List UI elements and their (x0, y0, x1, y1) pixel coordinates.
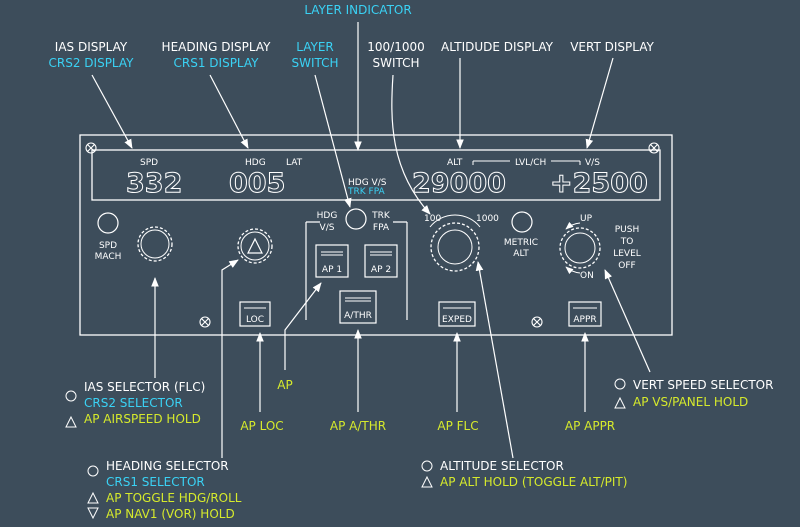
switch-100-1000-pointer (391, 74, 431, 215)
ap-appr-label: AP APPR (564, 419, 616, 433)
trk-label: TRK (371, 211, 391, 221)
vs-value: +2500 (550, 168, 648, 199)
hdg-vs-caption: HDG V/S (348, 178, 387, 188)
ap1-button[interactable] (315, 244, 349, 278)
spd-caption: SPD (140, 158, 158, 168)
ap-pointer (284, 282, 322, 370)
altitude-display-label: ALTIDUDE DISPLAY (441, 40, 553, 54)
spd-value: 332 (126, 168, 182, 199)
metric-alt-button[interactable] (511, 211, 533, 233)
layer-switch-pointer (314, 74, 352, 208)
fpa-label: FPA (373, 223, 390, 233)
ap-vs-panel-hold-label: AP VS/PANEL HOLD (633, 395, 749, 409)
circle-icon (614, 378, 626, 390)
ap-nav1-hold-label: AP NAV1 (VOR) HOLD (106, 507, 235, 521)
ap-toggle-hdg-roll-label: AP TOGGLE HDG/ROLL (106, 491, 242, 505)
hdg-caption: HDG (245, 158, 266, 168)
ias-selector-knob[interactable] (137, 226, 173, 262)
spd-mach-label-2: MACH (95, 252, 122, 262)
fcu-panel (79, 134, 673, 336)
altitude-selector-label: ALTITUDE SELECTOR (440, 459, 564, 473)
switch-100-1000-label-2: SWITCH (372, 56, 420, 70)
crs2-selector-label: CRS2 SELECTOR (84, 396, 183, 410)
layer-switch-label: LAYER (296, 40, 334, 54)
step-100-label: 100 (424, 214, 441, 224)
triangle-icon (87, 491, 99, 504)
vert-display-label: VERT DISPLAY (570, 40, 654, 54)
vs-label: V/S (320, 223, 335, 233)
alt-caption: ALT (447, 158, 463, 168)
ap-alt-hold-label: AP ALT HOLD (TOGGLE ALT/PIT) (440, 475, 628, 489)
ap2-button[interactable] (364, 244, 398, 278)
heading-display-label: HEADING DISPLAY (161, 40, 271, 54)
ap2-label: AP 2 (371, 265, 391, 275)
ias-selector-label: IAS SELECTOR (FLC) (84, 380, 206, 394)
hdg-value: 005 (229, 168, 285, 199)
ias-display-label: IAS DISPLAY (54, 40, 128, 54)
ap-flc-label: AP FLC (437, 419, 479, 433)
heading-selector-label: HEADING SELECTOR (106, 459, 229, 473)
vert-display-pointer (585, 57, 614, 149)
heading-display-pointer (209, 74, 249, 149)
altitude-selector-knob[interactable] (430, 222, 480, 272)
athr-button[interactable] (339, 290, 377, 324)
circle-icon (87, 465, 99, 477)
triangle-icon (247, 237, 263, 254)
alt-value: 29000 (412, 168, 506, 199)
athr-label: A/THR (344, 311, 372, 321)
circle-icon (421, 460, 433, 472)
triangle-icon (614, 396, 626, 409)
ap-airspeed-hold-label: AP AIRSPEED HOLD (84, 412, 201, 426)
alt-step-arc (429, 214, 481, 228)
vs-caption: V/S (585, 158, 600, 168)
vert-speed-selector-label: VERT SPEED SELECTOR (633, 378, 774, 392)
display-window (91, 149, 661, 201)
triangle-down-icon (87, 507, 99, 520)
vert-speed-selector-pointer (604, 269, 651, 373)
trk-fpa-caption: TRK FPA (347, 187, 386, 197)
expedite-button[interactable] (438, 301, 476, 327)
heading-selector-knob[interactable] (237, 228, 273, 264)
lat-caption: LAT (286, 158, 303, 168)
to-label: TO (620, 237, 634, 247)
ap-label: AP (277, 378, 293, 392)
expedite-label: EXPED (442, 315, 472, 325)
appr-button[interactable] (568, 301, 602, 327)
triangle-icon (421, 475, 433, 488)
switch-100-1000-label: 100/1000 (367, 40, 425, 54)
level-label: LEVEL (613, 249, 641, 259)
circle-icon (65, 390, 77, 402)
crs1-selector-label: CRS1 SELECTOR (106, 475, 205, 489)
loc-button[interactable] (239, 301, 271, 327)
crs2-display-label: CRS2 DISPLAY (48, 56, 134, 70)
step-1000-label: 1000 (476, 214, 499, 224)
on-label: ON (580, 271, 594, 281)
hdg-label: HDG (317, 211, 338, 221)
push-label: PUSH (615, 225, 640, 235)
off-label: OFF (618, 261, 635, 271)
ias-display-pointer (91, 74, 133, 149)
appr-label: APPR (573, 315, 596, 325)
layer-switch-button[interactable] (345, 208, 367, 230)
metric-label: METRIC (504, 238, 538, 248)
altitude-selector-pointer (475, 261, 514, 459)
layer-indicator-label: LAYER INDICATOR (304, 3, 412, 17)
crs1-display-label: CRS1 DISPLAY (173, 56, 259, 70)
metric-alt-label: ALT (513, 249, 529, 259)
loc-label: LOC (246, 315, 264, 325)
heading-selector-pointer (221, 259, 239, 458)
spd-mach-button[interactable] (97, 212, 119, 234)
layer-switch-label-2: SWITCH (291, 56, 339, 70)
up-label: UP (580, 214, 593, 224)
vert-speed-selector-knob[interactable] (559, 227, 601, 269)
screw-icon (85, 142, 660, 328)
spd-mach-label: SPD (99, 241, 117, 251)
ap-athr-label: AP A/THR (329, 419, 387, 433)
ap-loc-label: AP LOC (240, 419, 284, 433)
lvl-ch-caption: LVL/CH (515, 158, 546, 168)
ap1-label: AP 1 (322, 265, 342, 275)
triangle-icon (65, 415, 77, 428)
